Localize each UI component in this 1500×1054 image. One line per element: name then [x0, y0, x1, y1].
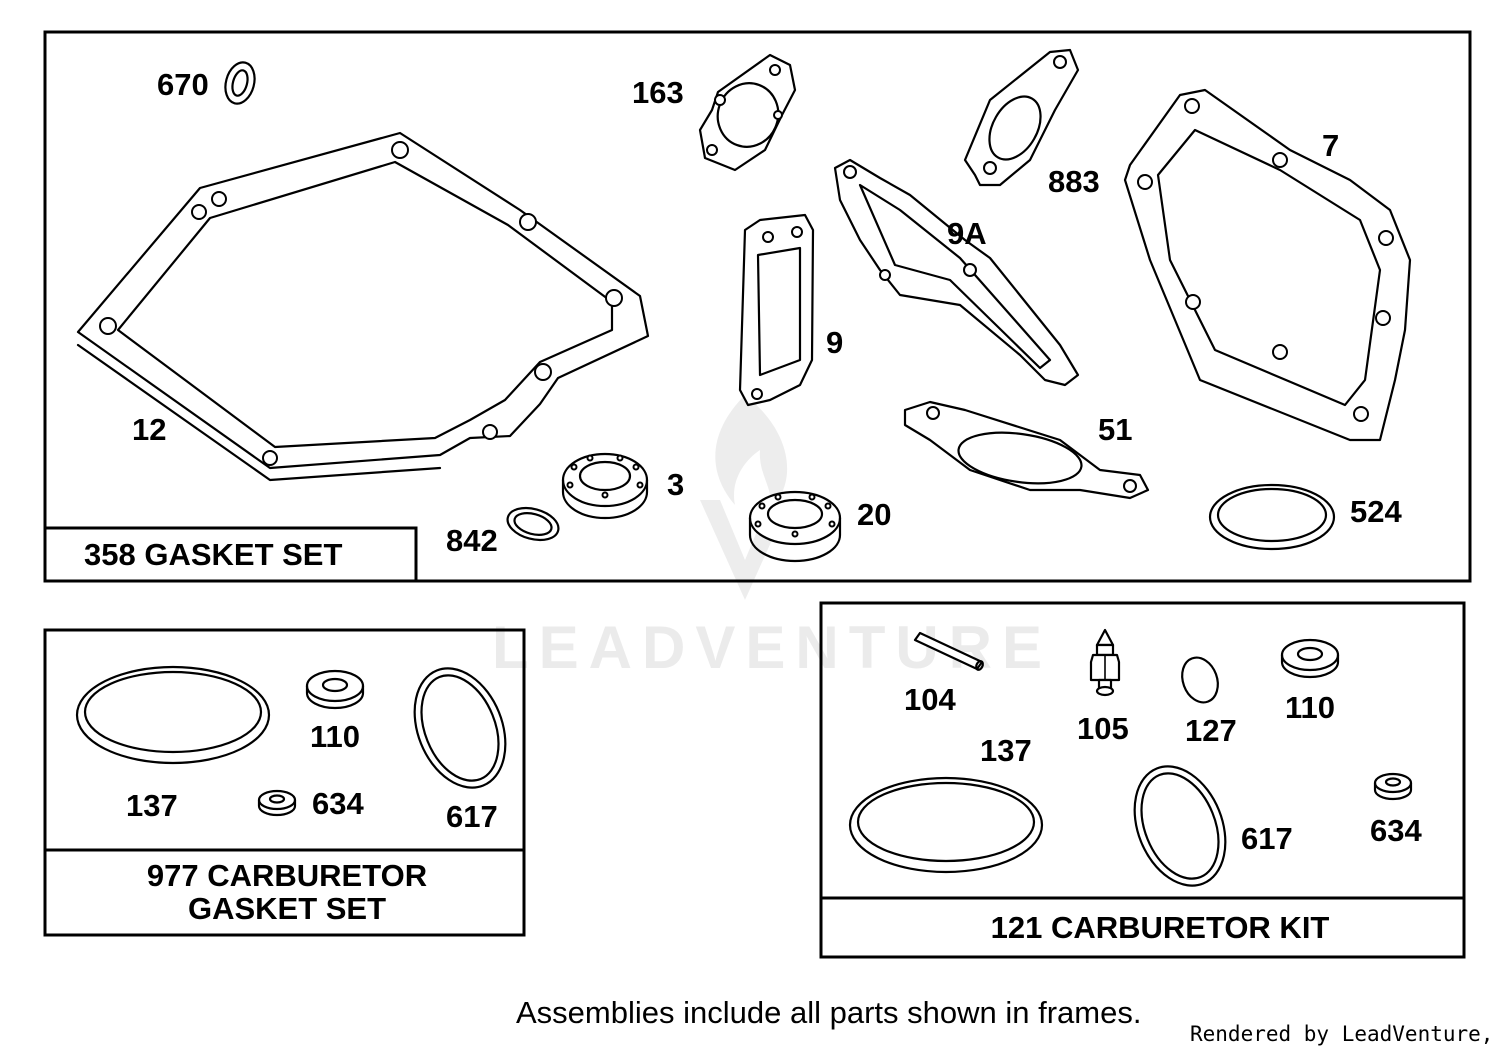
gasket-set-title: 358 GASKET SET [84, 537, 342, 572]
callout-634-a: 634 [312, 786, 364, 821]
part-51-gasket [903, 400, 1150, 500]
carburetor-gasket-set-title-line1: 977 CARBURETOR [147, 858, 427, 893]
callout-3: 3 [667, 467, 684, 502]
callout-104: 104 [904, 682, 956, 717]
callout-670: 670 [157, 67, 209, 102]
watermark-text: LEADVENTURE [492, 614, 1052, 681]
part-9-gasket [738, 213, 815, 407]
callout-617-a: 617 [446, 799, 498, 834]
callout-842: 842 [446, 523, 498, 558]
carburetor-gasket-set-title-line2: GASKET SET [188, 891, 386, 926]
part-842-ring [506, 506, 560, 542]
carburetor-kit-title: 121 CARBURETOR KIT [991, 910, 1330, 945]
part-524-o-ring [1208, 483, 1336, 551]
part-110-washer-a [305, 669, 365, 710]
part-137-gasket-a [75, 665, 271, 765]
part-137-gasket-b [848, 776, 1044, 874]
part-12-crankcase-gasket [76, 131, 650, 482]
callout-20: 20 [857, 497, 891, 532]
callout-883: 883 [1048, 164, 1100, 199]
callout-634-b: 634 [1370, 813, 1422, 848]
callout-105: 105 [1077, 711, 1129, 746]
callout-110-b: 110 [1285, 690, 1335, 725]
carburetor-gasket-set-frame [43, 628, 526, 937]
callout-137-a: 137 [126, 788, 178, 823]
callout-12: 12 [132, 412, 166, 447]
part-670-washer [224, 61, 256, 105]
callout-524: 524 [1350, 494, 1402, 529]
part-3-oil-seal [561, 452, 649, 520]
callout-127: 127 [1185, 713, 1237, 748]
part-617-gasket-a [413, 667, 507, 789]
part-104-pin [913, 631, 984, 671]
callout-137-b: 137 [980, 733, 1032, 768]
callout-617-b: 617 [1241, 821, 1293, 856]
part-7-head-gasket [1123, 88, 1412, 442]
callout-7: 7 [1322, 128, 1339, 163]
carburetor-kit-frame [819, 601, 1466, 959]
part-883-gasket [963, 48, 1080, 187]
callout-110-a: 110 [310, 719, 360, 754]
callout-163: 163 [632, 75, 684, 110]
part-105-needle [1089, 628, 1121, 697]
gasket-set-frame [43, 30, 1472, 583]
gasket-set-title-box [43, 526, 418, 583]
rendered-by-credit: Rendered by LeadVenture, Inc. [1190, 1022, 1500, 1046]
callout-9a: 9A [947, 216, 987, 251]
part-110-washer-b [1280, 638, 1340, 679]
assemblies-note: Assemblies include all parts shown in fr… [516, 995, 1141, 1030]
part-617-gasket-b [1133, 765, 1227, 887]
part-9a-gasket [833, 158, 1080, 387]
part-634-washer-b [1373, 772, 1413, 801]
callout-9: 9 [826, 325, 843, 360]
part-20-oil-seal [748, 490, 842, 563]
part-634-washer-a [257, 789, 297, 817]
part-127-welch-plug [1181, 656, 1219, 704]
callout-51: 51 [1098, 412, 1132, 447]
part-163-gasket [698, 53, 797, 172]
